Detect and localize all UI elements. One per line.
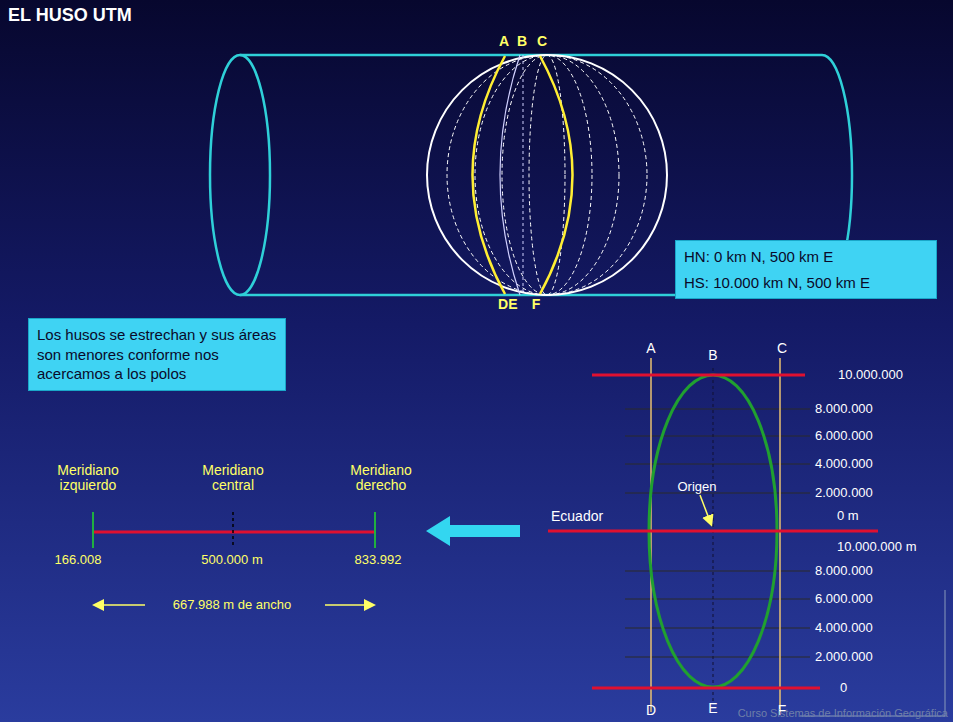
northing-value: 10.000.000 <box>836 368 905 382</box>
meridian-letter: E <box>708 701 717 716</box>
watermark: Curso Sistemas de Información Geográfica <box>738 707 948 719</box>
easting-value: 500.000 m <box>201 553 262 567</box>
meridian-letter: B <box>517 34 527 49</box>
meridian-letter: C <box>777 341 787 356</box>
direction-arrow <box>426 516 520 546</box>
northing-value: 4.000.000 <box>813 621 875 635</box>
northing-value: 0 <box>838 681 849 695</box>
easting-value: 166.008 <box>55 553 102 567</box>
meridian-name: Meridiano derecho <box>336 463 426 494</box>
northing-value: 6.000.000 <box>813 429 875 443</box>
zone-width: 667.988 m de ancho <box>171 598 294 612</box>
note-box: Los husos se estrechan y sus áreas son m… <box>28 318 286 391</box>
origin-box: HN: 0 km N, 500 km E HS: 10.000 km N, 500… <box>675 240 937 299</box>
northing-value: 10.000.000 m <box>835 540 919 554</box>
zone-grid <box>548 358 945 716</box>
meridian-name: Meridiano izquierdo <box>43 463 133 494</box>
meridian-letter: F <box>532 297 541 312</box>
globe <box>427 55 667 295</box>
northing-value: 2.000.000 <box>813 650 875 664</box>
origin-label: Origen <box>675 480 718 494</box>
northing-value: 2.000.000 <box>813 486 875 500</box>
northing-value: 0 m <box>835 509 861 523</box>
northing-value: 6.000.000 <box>813 592 875 606</box>
zone-width-scheme <box>93 512 375 605</box>
northing-value: 8.000.000 <box>813 564 875 578</box>
meridian-letter: A <box>646 341 655 356</box>
equator-label: Ecuador <box>549 509 605 524</box>
box-text: HS: 10.000 km N, 500 km E <box>684 273 928 293</box>
meridian-name: Meridiano central <box>188 463 278 494</box>
northing-value: 8.000.000 <box>813 402 875 416</box>
meridian-letter: A <box>499 34 509 49</box>
meridian-letter: B <box>708 348 717 363</box>
easting-value: 833.992 <box>355 553 402 567</box>
slide-title: EL HUSO UTM <box>8 5 132 26</box>
box-text: Los husos se estrechan y sus áreas son m… <box>37 325 277 384</box>
meridian-letter: D <box>498 297 508 312</box>
meridian-letter: E <box>508 297 517 312</box>
box-text: HN: 0 km N, 500 km E <box>684 247 928 267</box>
meridian-letter: D <box>646 704 656 719</box>
northing-value: 4.000.000 <box>813 457 875 471</box>
meridian-letter: C <box>537 34 547 49</box>
